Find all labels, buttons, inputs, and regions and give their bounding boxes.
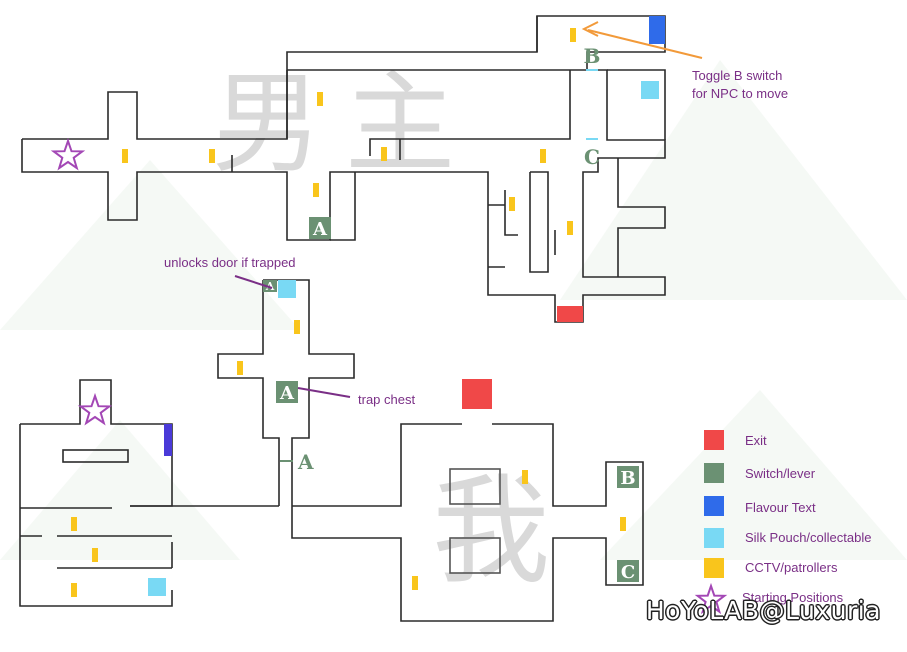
map-walls [19, 15, 666, 622]
legend-switch-swatch [704, 463, 724, 483]
cctv-marker [294, 320, 300, 334]
switch-b-bottom: B [617, 466, 639, 489]
legend-exit-label: Exit [745, 433, 767, 448]
switch-b-bottom-label: B [620, 468, 635, 489]
start-position-star-top-left [50, 137, 86, 171]
unlocks-door-annotation: unlocks door if trapped [164, 255, 296, 270]
switch-c-bottom-label: C [621, 562, 635, 583]
switch-c-top-label: C [584, 145, 600, 169]
cctv-marker [567, 221, 573, 235]
cctv-marker [237, 361, 243, 375]
glyph-nan: 男 [212, 60, 322, 188]
legend-cctv-swatch [704, 558, 724, 578]
exit-marker-top-right [557, 306, 583, 322]
legend-cctv-label: CCTV/patrollers [745, 560, 838, 575]
switch-b-top-label: B [584, 44, 601, 68]
toggle-b-arrow-head [581, 21, 599, 37]
legend-exit-swatch [704, 430, 724, 450]
start-position-star-bottom-left [77, 392, 113, 426]
trap-chest-pointer [297, 387, 351, 398]
cctv-marker [209, 149, 215, 163]
flavour-text-marker-left [164, 424, 172, 456]
cctv-marker [570, 28, 576, 42]
legend-flavour-swatch [704, 496, 724, 516]
cctv-marker [71, 517, 77, 531]
legend-flavour-label: Flavour Text [745, 500, 816, 515]
cctv-marker [122, 149, 128, 163]
cctv-marker [522, 470, 528, 484]
cctv-marker [509, 197, 515, 211]
flavour-text-marker-top [649, 16, 665, 44]
wall-bottom-left [20, 379, 173, 507]
legend-start-label: Starting Positions [742, 590, 844, 605]
switch-a-lower-label: A [297, 450, 314, 474]
trap-chest-annotation: trap chest [358, 392, 416, 407]
legend-switch-label: Switch/lever [745, 466, 816, 481]
cctv-marker [381, 147, 387, 161]
switch-a-top-label: A [312, 219, 328, 240]
legend-start-star-icon [694, 582, 728, 615]
switch-a-middle-label: A [279, 383, 295, 404]
cctv-marker [71, 583, 77, 597]
watermark: HoYoLAB@Luxuria [645, 596, 881, 625]
cctv-marker [620, 517, 626, 531]
cctv-markers [71, 28, 626, 597]
cctv-marker [317, 92, 323, 106]
toggle-b-annotation-line2: for NPC to move [692, 86, 789, 101]
wall-top-left-upper [22, 15, 666, 140]
switch-c-bottom: C [617, 560, 639, 583]
cctv-marker [540, 149, 546, 163]
wall-bottom-right [292, 423, 462, 507]
legend-silk-swatch [704, 528, 724, 548]
wall-top-right [330, 172, 356, 241]
cctv-marker [313, 183, 319, 197]
cctv-marker [412, 576, 418, 590]
unlocks-door-pointer [234, 275, 273, 289]
silk-pouch-marker-top-right [641, 81, 659, 99]
toggle-b-arrow-line [587, 29, 703, 59]
glyph-wo: 我 [432, 462, 550, 600]
switch-a-top: A [309, 217, 331, 240]
silk-pouch-marker-bottom-left [148, 578, 166, 596]
legend-silk-label: Silk Pouch/collectable [745, 530, 872, 545]
switch-a-middle: A [276, 381, 298, 404]
background-mountains [0, 60, 907, 560]
toggle-b-annotation-line1: Toggle B switch [692, 68, 783, 83]
cctv-marker [92, 548, 98, 562]
glyph-zhu: 主 [345, 60, 455, 188]
wall-middle [263, 279, 355, 506]
exit-marker-bottom [462, 379, 492, 409]
silk-pouch-marker-middle [278, 280, 296, 298]
